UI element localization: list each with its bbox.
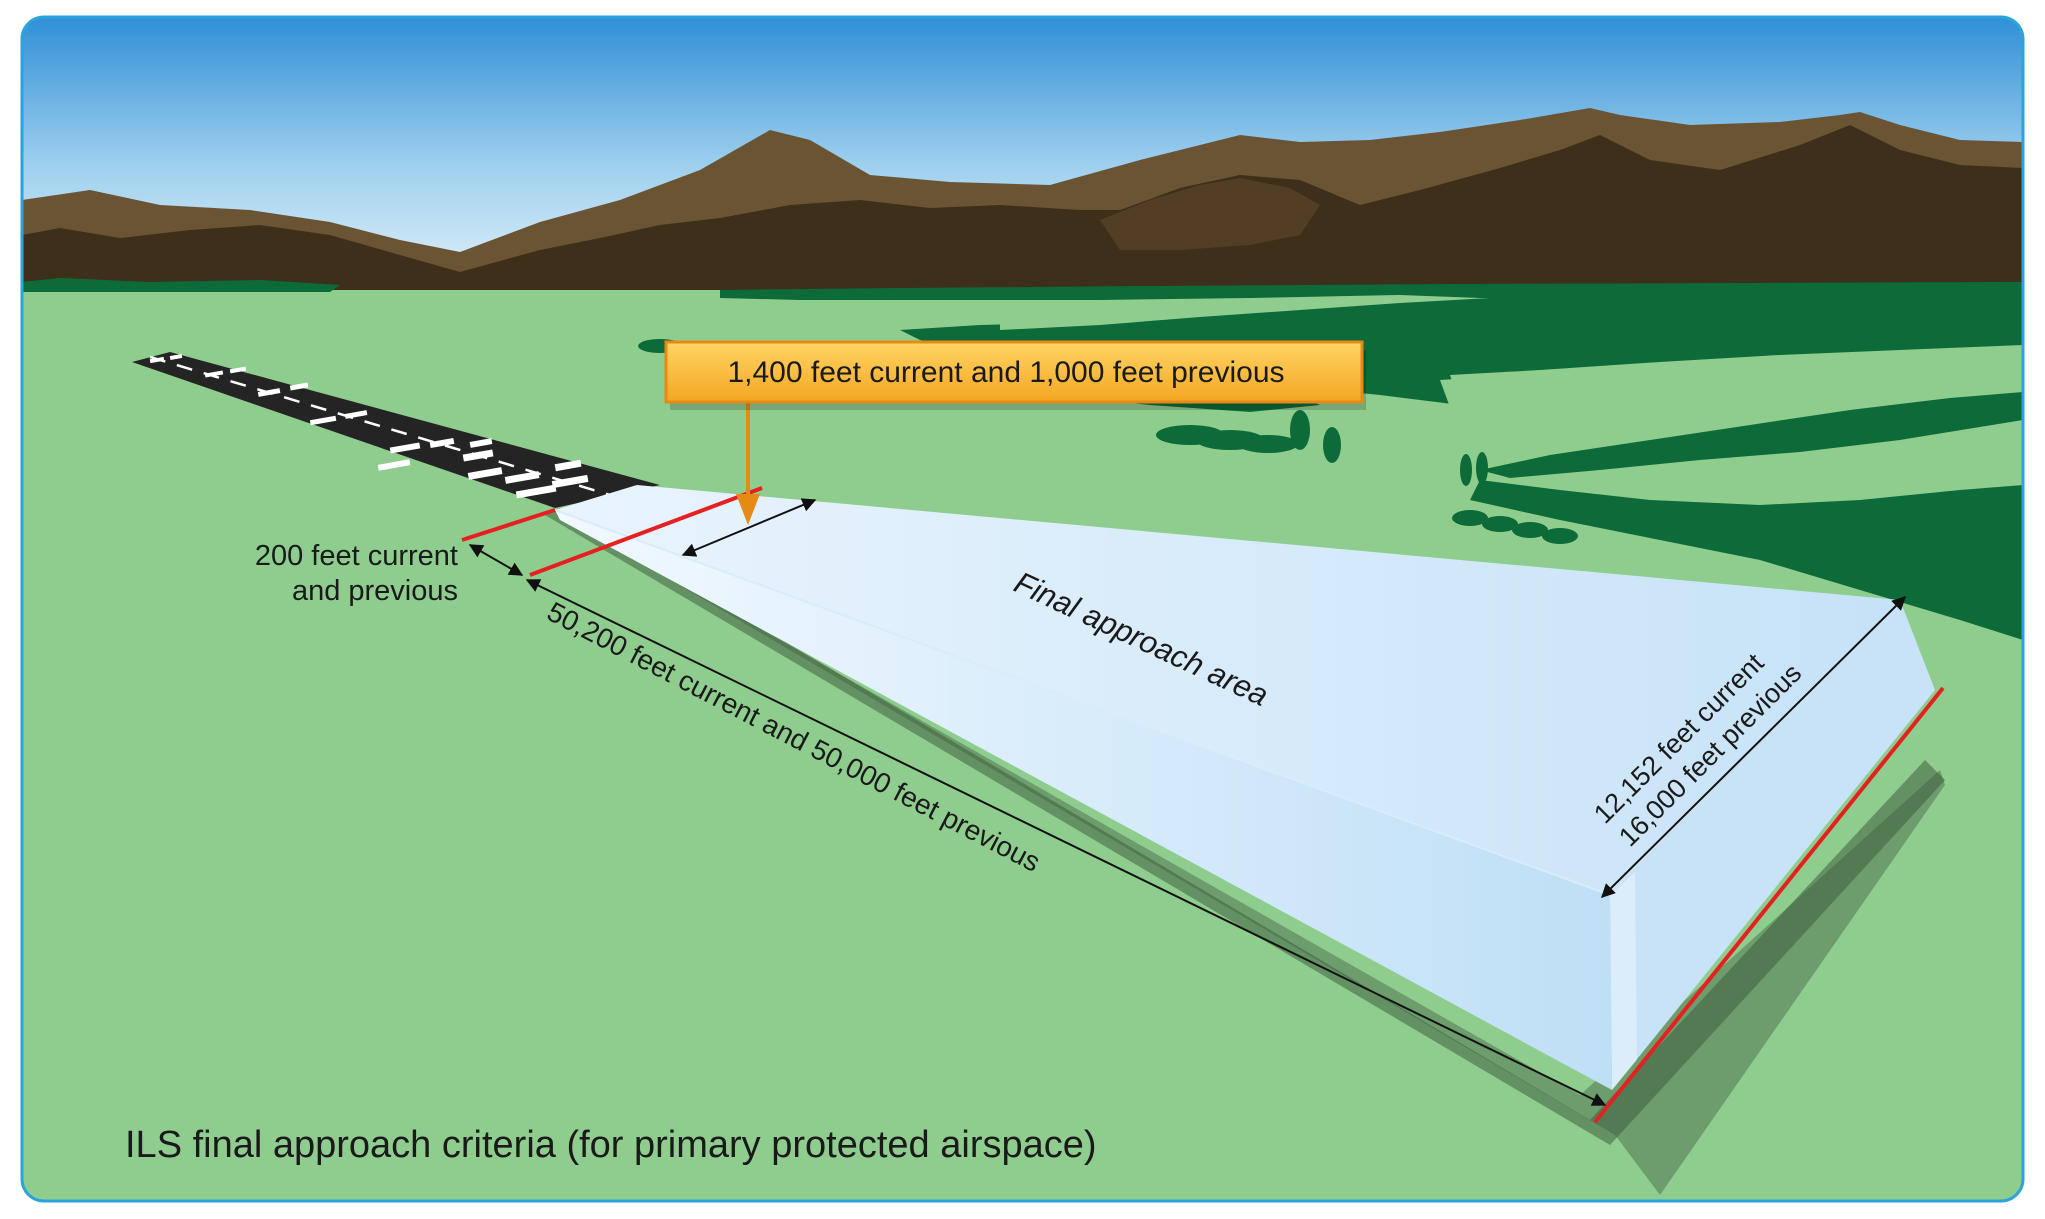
callout-text: 1,400 feet current and 1,000 feet previo…	[727, 356, 1284, 389]
threshold-label-line2: and previous	[292, 575, 458, 607]
caption: ILS final approach criteria (for primary…	[125, 1124, 1097, 1166]
threshold-offset-arrow	[468, 544, 524, 576]
length-arrow	[525, 579, 1607, 1106]
dimension-arrows	[468, 498, 1906, 1106]
callout-box: 1,400 feet current and 1,000 feet previo…	[664, 340, 1366, 410]
threshold-label-line1: 200 feet current	[255, 540, 458, 572]
threshold-boundary-line	[461, 508, 556, 542]
end-width-arrow	[1601, 596, 1906, 898]
runway	[132, 352, 660, 508]
forest	[22, 278, 2023, 640]
start-width-arrow	[681, 498, 817, 557]
mountain-range	[22, 108, 2023, 290]
callout-arrow	[736, 400, 760, 525]
frame-border	[20, 15, 2025, 1203]
